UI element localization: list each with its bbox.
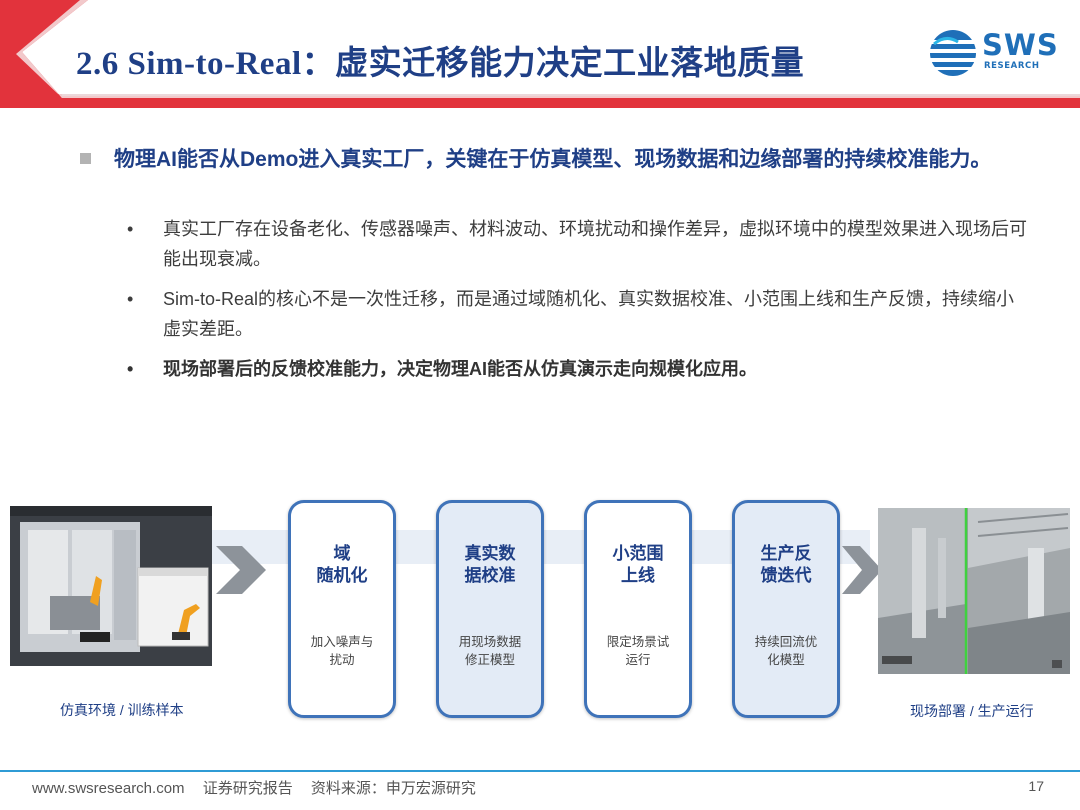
sub-bullet: • 真实工厂存在设备老化、传感器噪声、材料波动、环境扰动和操作差异，虚拟环境中的… [125,214,1030,274]
globe-icon [928,30,978,76]
factory-image [878,508,1070,674]
header-band [0,0,1080,108]
chevron-right-icon [216,546,266,594]
step-desc-line: 运行 [625,653,651,667]
bullet-dot-icon: • [127,289,134,309]
step-title-line: 生产反 [760,544,812,563]
footer-divider [0,770,1080,772]
step-title-line: 小范围 [612,544,664,563]
main-bullet-text: 物理AI能否从Demo进入真实工厂，关键在于仿真模型、现场数据和边缘部署的持续校… [114,148,992,171]
sub-bullet-list: • 真实工厂存在设备老化、传感器噪声、材料波动、环境扰动和操作差异，虚拟环境中的… [125,214,1030,394]
logo-wordmark: SWS [982,28,1059,62]
footer-source: 资料来源：申万宏源研究 [310,780,476,797]
step-title-line: 域 [333,544,351,563]
sub-bullet-text: Sim-to-Real的核心不是一次性迁移，而是通过域随机化、真实数据校准、小范… [163,289,1015,339]
bullet-dot-icon: • [127,359,134,379]
step-title-line: 真实数 [464,544,516,563]
step-title-line: 馈迭代 [760,566,812,585]
footer-website-link[interactable]: www.swsresearch.com [32,780,185,797]
chevron-right-icon [842,546,882,594]
flow-step-domain-randomization: 域 随机化 加入噪声与 扰动 [288,500,396,718]
bullet-dot-icon: • [127,219,134,239]
right-caption: 现场部署 / 生产运行 [910,703,1034,719]
footer: www.swsresearch.com 证券研究报告 资料来源：申万宏源研究 [32,777,490,798]
step-desc-line: 用现场数据 [458,635,522,649]
step-title-line: 据校准 [464,566,516,585]
step-desc-line: 化模型 [767,653,805,667]
flow-step-small-scale-rollout: 小范围 上线 限定场景试 运行 [584,500,692,718]
slide-header: 2.6 Sim-to-Real：虚实迁移能力决定工业落地质量 SWS RESEA… [0,0,1080,108]
left-caption: 仿真环境 / 训练样本 [60,702,184,718]
step-title-line: 上线 [621,566,655,585]
step-desc-line: 加入噪声与 [310,635,374,649]
sws-logo: SWS RESEARCH [928,28,1058,78]
step-desc-line: 修正模型 [464,653,515,667]
step-desc-line: 持续回流优 [754,635,818,649]
step-title-line: 随机化 [316,566,368,585]
flow-step-real-data-calibration: 真实数 据校准 用现场数据 修正模型 [436,500,544,718]
simulation-image [10,506,212,666]
footer-report-type: 证券研究报告 [202,780,293,797]
sub-bullet: • Sim-to-Real的核心不是一次性迁移，而是通过域随机化、真实数据校准、… [125,284,1030,344]
step-desc-line: 扰动 [329,653,355,667]
main-bullet: 物理AI能否从Demo进入真实工厂，关键在于仿真模型、现场数据和边缘部署的持续校… [76,144,1036,175]
slide-title: 2.6 Sim-to-Real：虚实迁移能力决定工业落地质量 [76,46,805,82]
flow-step-production-feedback: 生产反 馈迭代 持续回流优 化模型 [732,500,840,718]
sub-bullet: • 现场部署后的反馈校准能力，决定物理AI能否从仿真演示走向规模化应用。 [125,354,1030,384]
sub-bullet-text: 现场部署后的反馈校准能力，决定物理AI能否从仿真演示走向规模化应用。 [163,359,757,379]
sub-bullet-text: 真实工厂存在设备老化、传感器噪声、材料波动、环境扰动和操作差异，虚拟环境中的模型… [163,219,1027,269]
square-bullet-icon [80,153,91,164]
page-number: 17 [1028,778,1044,794]
step-desc-line: 限定场景试 [606,635,670,649]
logo-subtitle: RESEARCH [984,61,1040,71]
